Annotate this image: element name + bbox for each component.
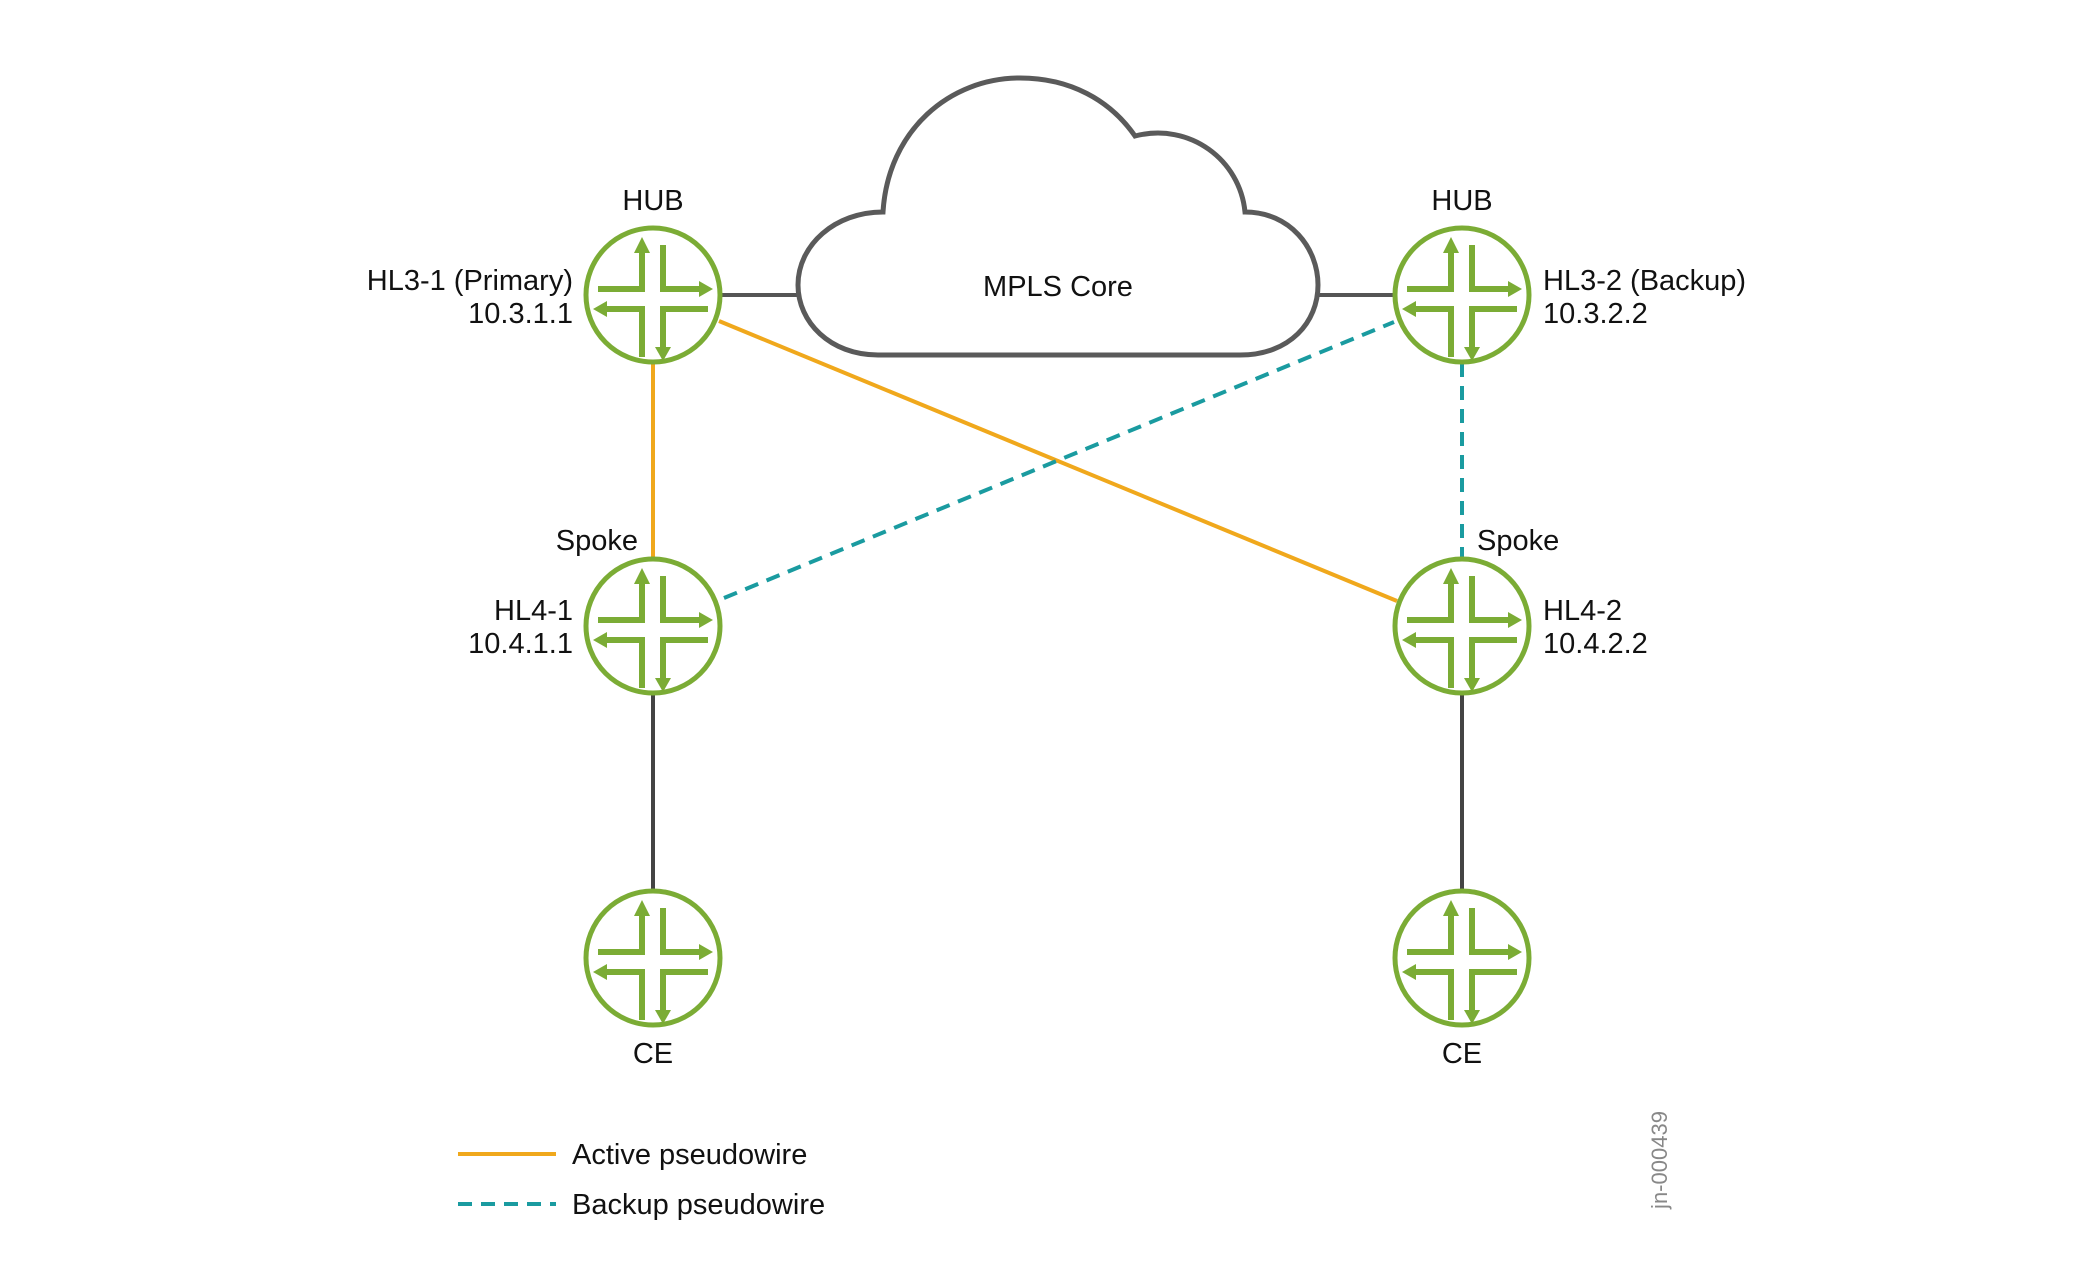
hl3-1-name: HL3-1 (Primary) [367, 265, 573, 297]
legend-active-label: Active pseudowire [572, 1139, 807, 1171]
hl3-2-name: HL3-2 (Backup) [1543, 265, 1746, 297]
hl3-2-ip: 10.3.2.2 [1543, 298, 1648, 330]
router-hl4-2-icon [1395, 559, 1529, 693]
hl4-2-name: HL4-2 [1543, 595, 1622, 627]
hl4-2-role: Spoke [1477, 525, 1559, 557]
hl3-1-role: HUB [622, 185, 683, 217]
hl4-1-role: Spoke [556, 525, 638, 557]
backup-pseudowire-hl3-2-hl4-1 [723, 320, 1395, 600]
hl4-1-name: HL4-1 [494, 595, 573, 627]
active-pseudowire-hl3-1-hl4-2 [718, 319, 1398, 603]
hl4-2-ip: 10.4.2.2 [1543, 628, 1648, 660]
ce-right-label: CE [1442, 1038, 1482, 1070]
router-hl3-1-icon [586, 228, 720, 362]
router-hl3-2-icon [1395, 228, 1529, 362]
router-ce-left-icon [586, 891, 720, 1025]
ce-left-label: CE [633, 1038, 673, 1070]
hl3-2-role: HUB [1431, 185, 1492, 217]
router-hl4-1-icon [586, 559, 720, 693]
hl4-1-ip: 10.4.1.1 [468, 628, 573, 660]
router-ce-right-icon [1395, 891, 1529, 1025]
hl3-1-ip: 10.3.1.1 [468, 298, 573, 330]
legend-backup-label: Backup pseudowire [572, 1189, 825, 1221]
mpls-core-cloud [795, 75, 1321, 358]
mpls-core-label: MPLS Core [983, 271, 1133, 303]
figure-id: jn-000439 [1647, 1111, 1672, 1210]
